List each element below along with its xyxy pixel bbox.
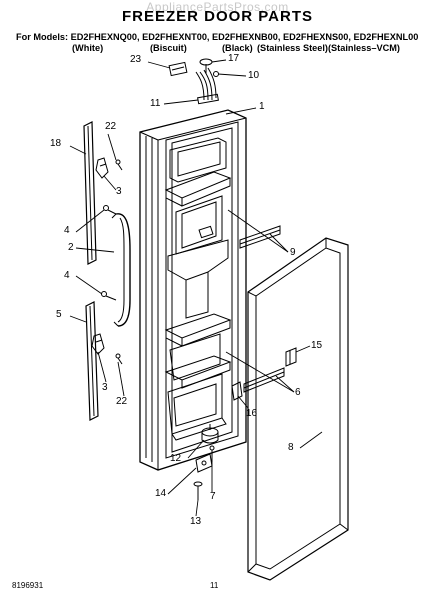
callout-12: 12 [170, 453, 182, 464]
callout-14: 14 [155, 488, 167, 499]
callout-3-lower: 3 [102, 382, 108, 393]
clip-part-15 [285, 347, 297, 367]
clip-part-16 [231, 381, 243, 401]
door-panel [139, 109, 247, 471]
handle-part [111, 213, 131, 327]
washer-part [213, 71, 219, 77]
callout-4-upper: 4 [64, 225, 70, 236]
models-line: For Models: ED2FHEXNQ00, ED2FHEXNT00, ED… [16, 32, 419, 42]
callout-16: 16 [246, 408, 258, 419]
color-biscuit: (Biscuit) [150, 43, 187, 53]
screw-part-13 [193, 481, 203, 500]
callout-3-upper: 3 [116, 186, 122, 197]
screw-22-upper [115, 159, 123, 171]
callout-23: 23 [130, 54, 142, 65]
color-black: (Black) [222, 43, 253, 53]
callout-22-upper: 22 [105, 121, 117, 132]
connector-part [168, 61, 188, 77]
callout-7: 7 [210, 491, 216, 502]
color-white: (White) [72, 43, 104, 53]
callout-8: 8 [288, 442, 294, 453]
trim-part-5 [85, 301, 99, 421]
callout-4-lower: 4 [64, 270, 70, 281]
leader-lines [69, 59, 323, 517]
trim-part-18 [83, 121, 97, 265]
footer-part-number: 8196931 [12, 581, 44, 590]
callout-6: 6 [295, 387, 301, 398]
screw-4-lower [101, 291, 117, 301]
page-title: FREEZER DOOR PARTS [121, 8, 314, 25]
callout-18: 18 [50, 138, 62, 149]
callout-15: 15 [311, 340, 323, 351]
callout-2: 2 [68, 242, 74, 253]
screw-22-lower [115, 353, 123, 365]
door-gasket [247, 237, 349, 581]
clip-part-lower [91, 333, 105, 355]
screw-4-upper [103, 205, 117, 215]
screw-part-7 [209, 445, 215, 462]
footer-page-number: 11 [210, 581, 219, 590]
callout-13: 13 [190, 516, 202, 527]
hinge-bushing-12 [201, 424, 219, 444]
color-stainless: (Stainless Steel)(Stainless–VCM) [257, 43, 400, 53]
wire-harness [195, 67, 219, 105]
callout-5: 5 [56, 309, 62, 320]
shelf-trim-9 [239, 225, 281, 249]
callout-10: 10 [248, 70, 260, 81]
callout-9: 9 [290, 247, 296, 258]
callout-1: 1 [259, 101, 265, 112]
watermark-text: AppliancePartsPros.com [146, 0, 289, 14]
shelf-trim-6 [243, 367, 285, 393]
callout-11: 11 [150, 98, 161, 109]
callout-22-lower: 22 [116, 396, 128, 407]
clip-part-upper [95, 157, 109, 179]
callout-17: 17 [228, 53, 240, 64]
